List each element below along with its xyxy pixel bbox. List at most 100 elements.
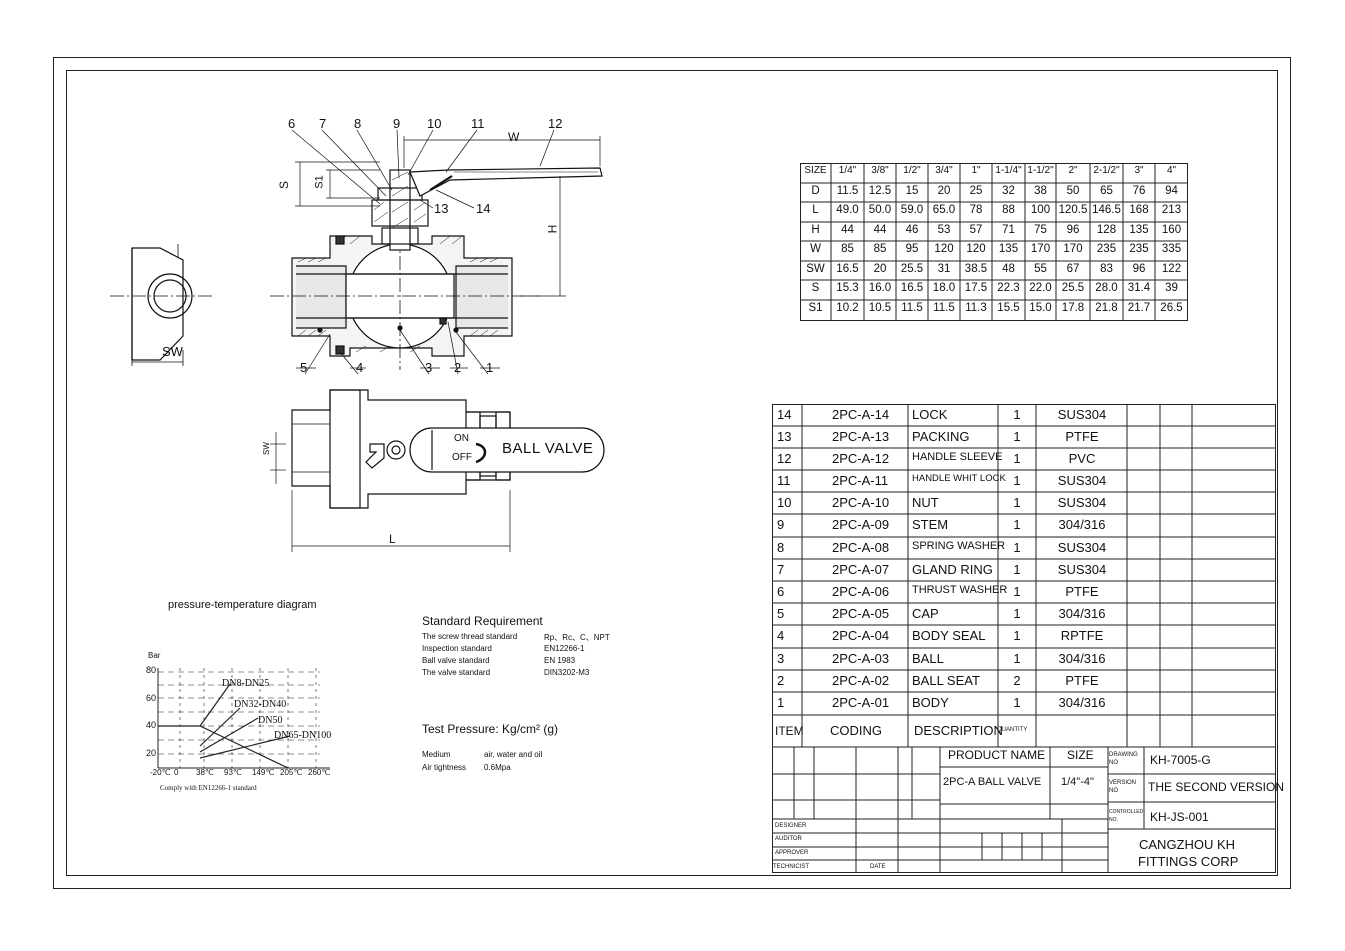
callout-2: 2	[454, 360, 462, 375]
bom-item: 9	[777, 517, 785, 532]
pt-y-60: 60	[146, 693, 157, 703]
test-pressure-title: Test Pressure: Kg/cm² (g)	[422, 722, 559, 736]
pt-curve-1: DN8-DN25	[222, 678, 270, 689]
dim-sw-top: SW	[261, 442, 271, 455]
standard-value: EN 1983	[544, 656, 576, 665]
pt-y-80: 80	[146, 665, 157, 675]
size-table-cell: 31	[937, 263, 951, 275]
size-table-cell: S	[811, 282, 820, 294]
size-table-header-cell: 3/4"	[935, 165, 953, 176]
size-table-grid	[800, 163, 1188, 321]
size-table-header-cell: 1/4"	[838, 165, 857, 176]
size-table-cell: 170	[1063, 243, 1083, 255]
bom-description: THRUST WASHER	[912, 584, 1008, 596]
handle-lever	[409, 167, 603, 197]
callout-12: 12	[548, 116, 563, 131]
tb-approver: APPROVER	[775, 850, 809, 856]
handle-off-label: OFF	[452, 452, 472, 463]
standard-value: EN12266-1	[544, 644, 585, 653]
test-name: Air tightness	[422, 763, 467, 772]
standards-title: Standard Requirement	[422, 614, 543, 628]
callout-10: 10	[427, 116, 442, 131]
callout-1: 1	[486, 360, 494, 375]
size-table-cell: 31.4	[1127, 282, 1151, 294]
bom-description: HANDLE WHIT LOCK	[912, 473, 1006, 484]
pt-y-40: 40	[146, 720, 157, 730]
bom-item: 12	[777, 451, 792, 466]
bom-item: 13	[777, 429, 792, 444]
pt-diagram-title: pressure-temperature diagram	[168, 599, 317, 611]
inner-frame	[66, 70, 1278, 876]
bom-item: 11	[777, 473, 791, 488]
bom-description: BALL SEAT	[912, 673, 980, 688]
callout-6: 6	[288, 116, 296, 131]
bom-quantity: 1	[1013, 429, 1021, 444]
size-table-header-cell: 4"	[1166, 165, 1177, 176]
pt-x-1: 0	[174, 768, 179, 777]
stem	[389, 169, 411, 251]
size-table-cell: 17.5	[964, 282, 988, 294]
size-table-cell: 235	[1129, 243, 1149, 255]
size-table-cell: 22.0	[1029, 282, 1052, 294]
size-table-cell: 78	[969, 204, 983, 216]
size-table-cell: 28.0	[1095, 282, 1118, 294]
size-table-cell: 25.5	[900, 263, 924, 275]
size-table-cell: 25.5	[1061, 282, 1085, 294]
size-table-cell: 96	[1132, 263, 1146, 275]
bom-quantity: 1	[1013, 473, 1021, 488]
bom-header-coding: CODING	[830, 723, 882, 738]
size-table-cell: 335	[1161, 243, 1182, 255]
bom-description: PACKING	[912, 429, 970, 444]
size-table-cell: 235	[1096, 243, 1117, 255]
bom-item: 3	[777, 651, 785, 666]
size-table-cell: 48	[1002, 263, 1015, 275]
tb-designer: DESIGNER	[775, 823, 807, 829]
tb-version: THE SECOND VERSION	[1148, 780, 1285, 794]
bom-item: 14	[777, 407, 792, 422]
pt-x-5: 205℃	[280, 768, 303, 777]
dim-s: S	[277, 180, 292, 190]
size-table-cell: 135	[1129, 224, 1149, 236]
size-table-cell: 168	[1129, 204, 1149, 216]
size-table-cell: 96	[1066, 224, 1080, 236]
bom-coding: 2PC-A-08	[832, 540, 890, 555]
pt-curve-3: DN50	[258, 715, 283, 726]
bom-material: SUS304	[1057, 562, 1107, 577]
pt-x-2: 38℃	[196, 768, 214, 777]
tb-size: 1/4"-4"	[1061, 776, 1094, 788]
size-table-header-cell: 1"	[971, 165, 981, 176]
size-table-cell: 16.5	[900, 282, 924, 294]
bom-quantity: 1	[1013, 695, 1021, 710]
size-table-cell: 53	[937, 224, 951, 236]
size-table-cell: 76	[1132, 185, 1146, 197]
tb-product-name-label: PRODUCT NAME	[948, 748, 1046, 762]
size-table-cell: 75	[1034, 224, 1047, 236]
bom-item: 2	[777, 673, 785, 688]
bom-description: BALL	[912, 651, 944, 666]
size-table-header-cell: 3"	[1134, 165, 1144, 176]
size-table-cell: 15.5	[997, 302, 1020, 314]
bom-description: CAP	[912, 606, 939, 621]
callout-13: 13	[434, 201, 449, 216]
size-table-cell: 213	[1161, 204, 1182, 216]
tb-size-label: SIZE	[1067, 748, 1094, 762]
size-table-cell: 67	[1066, 263, 1080, 275]
size-table-cell: 17.8	[1061, 302, 1085, 314]
bom-coding: 2PC-A-03	[832, 651, 890, 666]
size-table-cell: 26.5	[1160, 302, 1183, 314]
standard-value: DIN3202-M3	[544, 668, 590, 677]
pt-curve-4: DN65-DN100	[274, 730, 332, 741]
bom-material: RPTFE	[1060, 628, 1104, 643]
tb-controlled-no-label: CONTROLLED NO.	[1109, 809, 1144, 823]
size-table-cell: 20	[873, 263, 887, 275]
size-table-cell: 50	[1066, 185, 1080, 197]
bom-material: SUS304	[1057, 495, 1107, 510]
size-table-cell: 135	[998, 243, 1019, 255]
size-table-cell: 22.3	[997, 282, 1020, 294]
callout-7: 7	[319, 116, 327, 131]
bom-quantity: 1	[1013, 584, 1021, 599]
size-table-header-cell: 2-1/2"	[1093, 165, 1120, 176]
size-table-cell: 38.5	[964, 263, 988, 275]
pt-x-3: 93℃	[224, 768, 242, 777]
